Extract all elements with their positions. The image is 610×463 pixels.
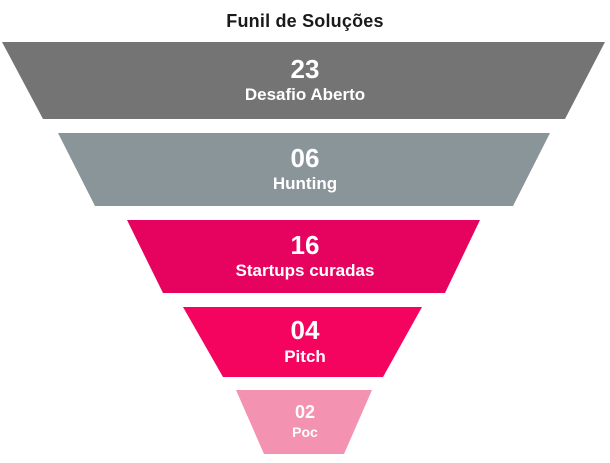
stage-label: Desafio Aberto [244, 85, 366, 105]
funnel-stage-desafio-aberto: 23 Desafio Aberto [2, 42, 605, 119]
stage-label: Poc [292, 423, 318, 440]
stage-label: Startups curadas [235, 261, 375, 281]
stage-value: 23 [290, 53, 320, 84]
funnel-stage-startups-curadas: 16 Startups curadas [127, 220, 480, 293]
funnel-stage-hunting: 06 Hunting [58, 133, 550, 206]
funnel-stage-poc: 02 Poc [236, 390, 372, 454]
stage-value: 16 [290, 229, 320, 260]
chart-title: Funil de Soluções [226, 11, 384, 31]
stage-value: 04 [290, 315, 320, 346]
stage-label: Hunting [272, 174, 338, 194]
stage-value: 06 [290, 142, 320, 173]
stage-value: 02 [294, 402, 316, 422]
stage-label: Pitch [284, 346, 326, 366]
funnel-stage-pitch: 04 Pitch [183, 307, 422, 377]
